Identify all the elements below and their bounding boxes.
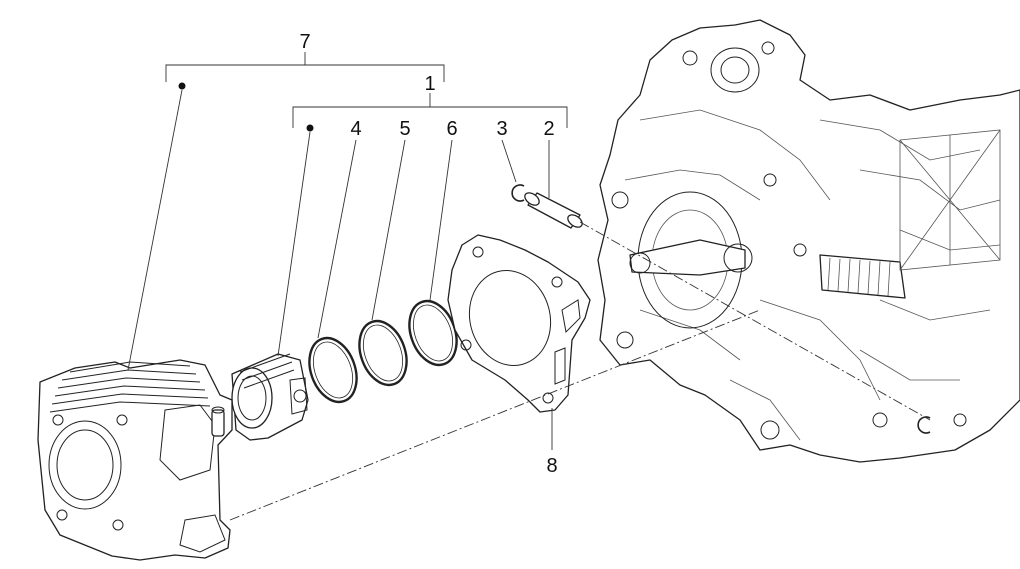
piston xyxy=(231,353,309,441)
piston-pin xyxy=(524,192,583,229)
bullet-assembly-1 xyxy=(306,124,314,132)
cylinder xyxy=(37,359,233,561)
cylinder-base-gasket xyxy=(447,234,591,413)
crankcase xyxy=(597,19,1020,463)
bracket-assembly-7 xyxy=(165,52,445,82)
callout-2: 2 xyxy=(543,118,554,140)
circlip-right xyxy=(917,416,931,434)
piston-rings xyxy=(308,299,458,404)
bullet-assembly-7 xyxy=(178,82,186,90)
circlip-left xyxy=(511,184,525,202)
piston-ring-4 xyxy=(308,336,358,404)
bracket-assembly-1 xyxy=(292,93,568,128)
callout-5: 5 xyxy=(399,118,410,140)
piston-ring-5 xyxy=(358,319,408,387)
callout-6: 6 xyxy=(446,118,457,140)
callout-1: 1 xyxy=(424,73,435,95)
callout-7: 7 xyxy=(299,31,310,53)
callout-8: 8 xyxy=(546,455,557,477)
callout-3: 3 xyxy=(496,118,507,140)
callout-4: 4 xyxy=(350,118,361,140)
